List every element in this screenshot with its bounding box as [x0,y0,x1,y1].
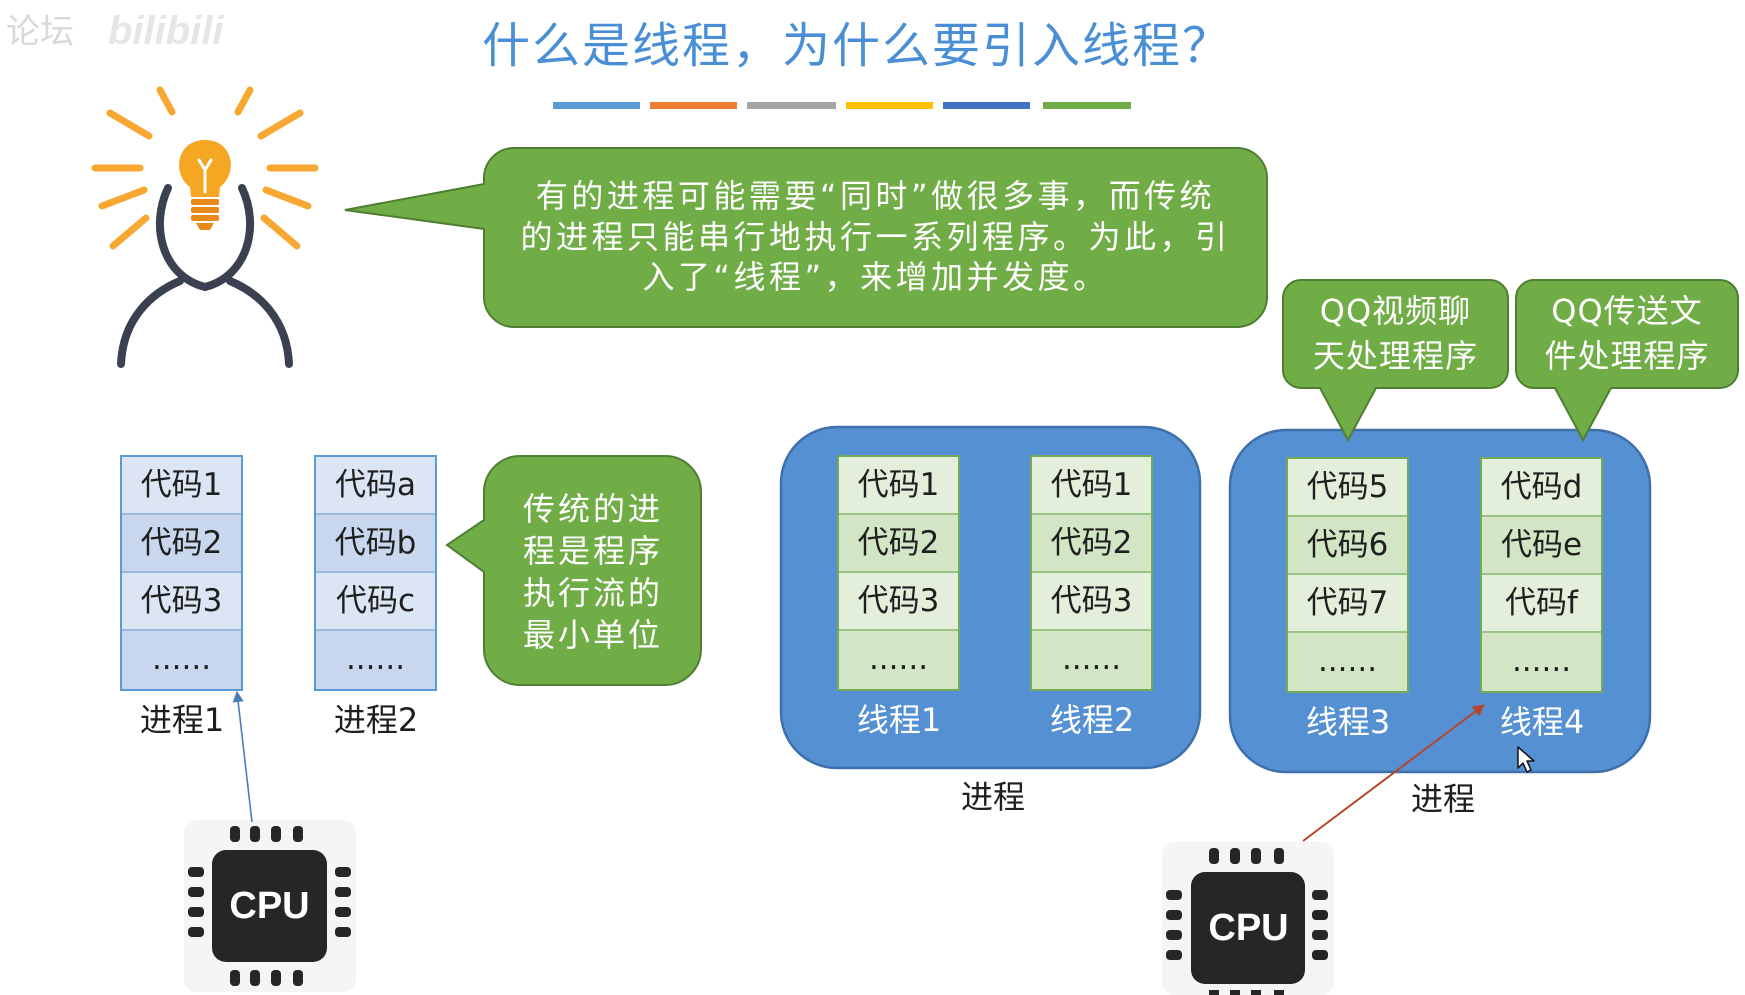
cpu-chip-icon [1162,842,1334,995]
slide-title: 什么是线程，为什么要引入线程？ [481,18,1232,74]
code-cell: 代码f [1482,575,1601,633]
cpu-body [212,850,327,962]
qq-video-callout-text: QQ视频聊 天处理程序 [1283,289,1508,379]
code-cell: 代码d [1482,459,1601,517]
process-box-2-label: 进程 [1410,780,1475,818]
qq-video-callout-line: 天处理程序 [1312,337,1478,375]
watermark-forum-text: 论坛 [6,12,74,52]
lightbulb-icon [179,140,231,230]
accent-bar-blue [553,102,640,109]
qq-file-callout-line: QQ传送文 [1551,292,1703,330]
qq-file-callout-line: 件处理程序 [1544,337,1710,375]
intro-callout-bubble [344,147,1268,328]
thread-1-label: 线程1 [856,701,942,739]
code-cell: 代码e [1482,517,1601,575]
process-box-1-label: 进程 [960,778,1025,816]
traditional-callout-bubble [445,455,702,686]
code-cell: ...... [1032,631,1151,689]
bilibili-logo: bilibili [108,9,224,53]
code-cell: ...... [1288,633,1407,691]
qq-file-callout-bubble [1515,279,1739,443]
accent-bar-green [1043,102,1131,109]
code-cell: 代码1 [1032,457,1151,515]
cpu-label: CPU [229,885,310,927]
person-outline [117,184,293,368]
code-cell: 代码b [316,515,435,573]
intro-callout-line: 入了“线程”，来增加并发度。 [642,258,1109,296]
cpu-label: CPU [1208,907,1289,949]
code-cell: 代码3 [839,573,958,631]
code-cell: 代码a [316,457,435,515]
traditional-callout-text: 传统的进 程是程序 执行流的 最小单位 [493,488,693,656]
mouse-cursor-icon [1517,746,1535,773]
traditional-callout-line: 执行流的 [522,574,663,612]
code-cell: 代码2 [122,515,241,573]
code-cell: ...... [316,631,435,689]
code-cell: 代码3 [1032,573,1151,631]
traditional-callout-line: 传统的进 [522,490,663,528]
intro-callout-text: 有的进程可能需要“同时”做很多事，而传统 的进程只能串行地执行一系列程序。为此，… [490,176,1261,298]
qq-video-callout-line: QQ视频聊 [1319,292,1472,330]
code-cell: 代码5 [1288,459,1407,517]
cpu-to-process-arrow [232,690,253,823]
code-cell: 代码2 [1032,515,1151,573]
code-cell: 代码7 [1288,575,1407,633]
title-accent-bars [553,102,1131,109]
code-cell: 代码6 [1288,517,1407,575]
thread-2-label: 线程2 [1049,701,1135,739]
idea-rays [91,86,319,250]
thread-4-label: 线程4 [1499,703,1585,741]
accent-bar-dark-blue [943,102,1030,109]
cpu-body [1191,872,1305,984]
thread-3-code-stack: 代码5 代码6 代码7 ...... [1286,457,1409,693]
process-1-label: 进程1 [139,701,225,739]
intro-callout-line: 有的进程可能需要“同时”做很多事，而传统 [535,177,1216,215]
cpu-chip-icon [184,820,356,992]
traditional-callout-line: 程是程序 [522,532,663,570]
thread-3-label: 线程3 [1305,703,1391,741]
process-2-code-stack: 代码a 代码b 代码c ...... [314,455,437,691]
qq-file-callout-text: QQ传送文 件处理程序 [1516,289,1738,379]
lightbulb-person-icon [91,86,319,368]
accent-bar-orange [650,102,737,109]
accent-bar-gray [747,102,836,109]
code-cell: 代码2 [839,515,958,573]
thread-1-code-stack: 代码1 代码2 代码3 ...... [837,455,960,691]
cpu-to-thread-arrow [1302,704,1485,842]
code-cell: 代码1 [122,457,241,515]
thread-2-code-stack: 代码1 代码2 代码3 ...... [1030,455,1153,691]
qq-video-callout-bubble [1282,279,1509,443]
process-2-label: 进程2 [333,701,419,739]
thread-4-code-stack: 代码d 代码e 代码f ...... [1480,457,1603,693]
process-1-code-stack: 代码1 代码2 代码3 ...... [120,455,243,691]
accent-bar-yellow [846,102,933,109]
code-cell: 代码1 [839,457,958,515]
traditional-callout-line: 最小单位 [522,616,663,654]
code-cell: 代码c [316,573,435,631]
intro-callout-line: 的进程只能串行地执行一系列程序。为此，引 [520,217,1231,256]
code-cell: ...... [839,631,958,689]
code-cell: 代码3 [122,573,241,631]
code-cell: ...... [122,631,241,689]
code-cell: ...... [1482,633,1601,691]
